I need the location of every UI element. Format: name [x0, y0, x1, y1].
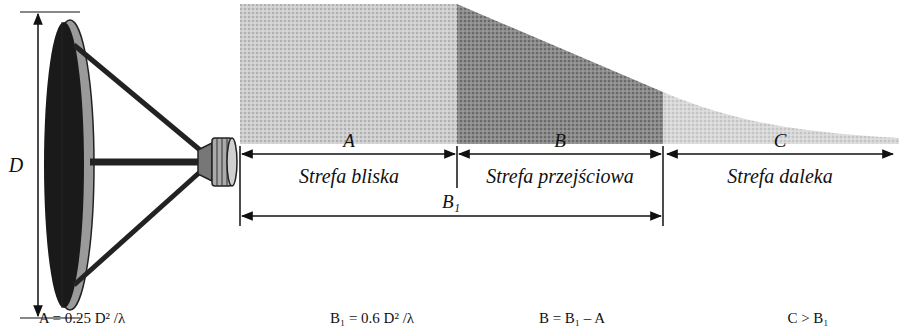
zone-name: Strefa bliska	[299, 165, 399, 187]
transition-zone-band	[457, 4, 663, 144]
zone-c-arrow	[667, 153, 893, 155]
formula: B = B₁ – A	[539, 310, 605, 327]
zone-name: Strefa daleka	[727, 165, 832, 187]
zone-name: Strefa przejściowa	[486, 165, 634, 187]
dish-back	[44, 22, 84, 308]
strut	[74, 172, 200, 285]
zone-letter: B	[554, 131, 566, 152]
strut	[74, 45, 200, 150]
formula: B₁ = 0.6 D² /λ	[330, 310, 414, 327]
dimension-label: B₁	[442, 192, 460, 213]
zone-letter: A	[343, 131, 355, 152]
formula: A = 0.25 D² /λ	[39, 310, 125, 327]
b1-arrow	[242, 215, 661, 217]
feed-horn	[198, 143, 212, 181]
zone-b-arrow	[459, 153, 661, 155]
zone-a-arrow	[242, 153, 455, 155]
zone-letter: C	[774, 131, 787, 152]
feed-arm	[90, 159, 200, 166]
formula: C > B₁	[787, 310, 828, 327]
dimension-label: D	[9, 154, 23, 176]
diameter-arrow	[37, 14, 39, 316]
near-zone-band	[240, 4, 457, 144]
